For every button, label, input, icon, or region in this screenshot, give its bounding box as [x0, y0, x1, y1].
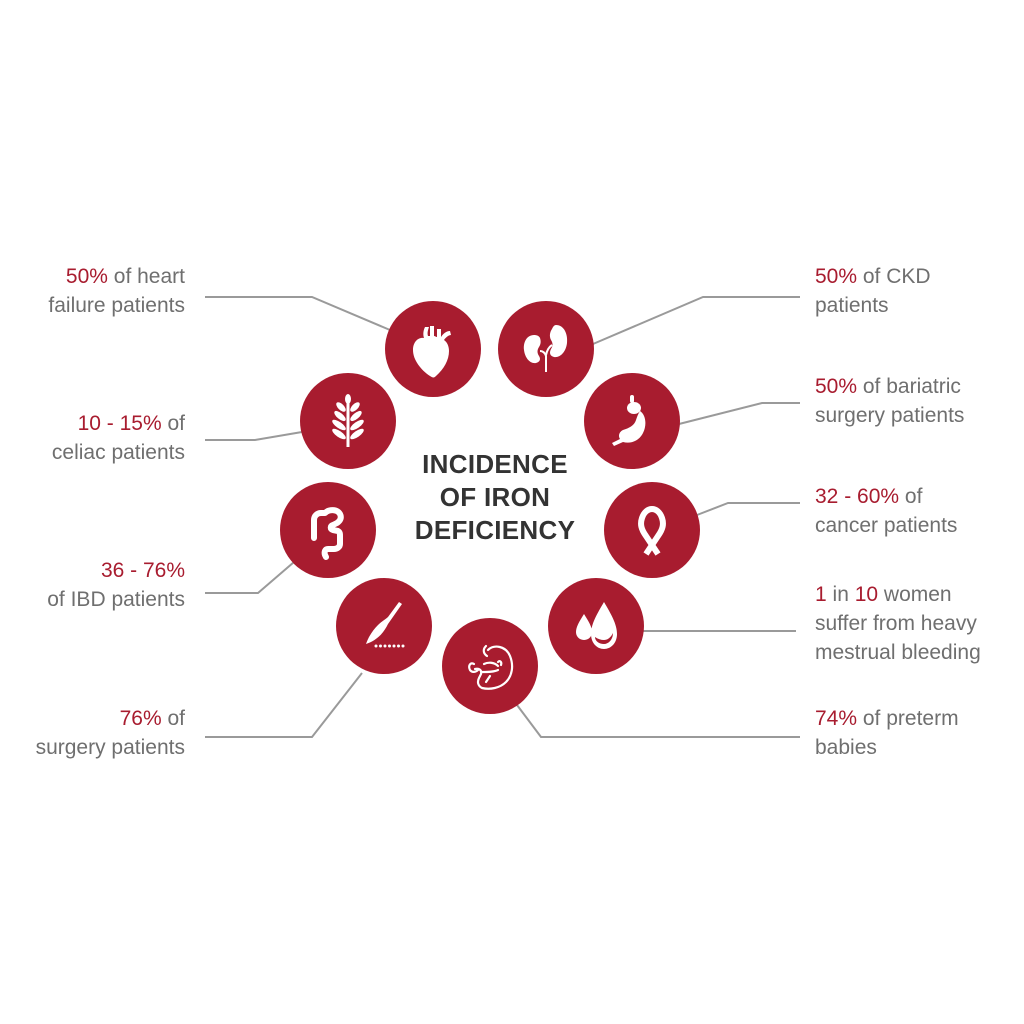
connector-cancer	[696, 502, 800, 516]
fetus-icon	[468, 644, 514, 690]
wheat-circle	[300, 373, 396, 469]
heart-icon	[413, 326, 451, 378]
kidney-circle	[498, 301, 594, 397]
scalpel-icon	[366, 602, 405, 648]
scalpel-circle	[336, 578, 432, 674]
label-bariatric: 50% of bariatric surgery patients	[815, 375, 965, 427]
label-celiac: 10 - 15% of celiac patients	[51, 412, 185, 464]
stomach-icon	[612, 395, 646, 446]
ribbon-icon	[638, 506, 666, 556]
stat-value: 74%	[815, 707, 858, 730]
label-heart-failure: 50% of heart failure patients	[48, 265, 185, 317]
connector-ibd	[205, 561, 295, 594]
stat-value: 32 - 60%	[815, 485, 900, 508]
heart-circle	[385, 301, 481, 397]
label-cancer: 32 - 60% of cancer patients	[815, 485, 958, 537]
intestine-circle	[280, 482, 376, 578]
connector-preterm	[516, 704, 800, 738]
connector-bariatric	[678, 402, 800, 425]
stat-value: 50%	[65, 265, 108, 288]
label-ckd: 50% of CKD patients	[815, 265, 931, 317]
stat-value: 36 - 76%	[100, 559, 185, 582]
stat-value: 1	[815, 583, 827, 606]
diagram-title: INCIDENCE OF IRON DEFICIENCY	[390, 448, 600, 547]
blood-drops-icon	[576, 602, 617, 649]
stomach-circle	[584, 373, 680, 469]
connector-ckd	[592, 296, 800, 345]
kidney-icon	[523, 325, 568, 372]
blood-drops-circle	[548, 578, 644, 674]
title-line-1: INCIDENCE	[422, 449, 568, 479]
label-ibd: 36 - 76% of IBD patients	[47, 559, 185, 611]
ribbon-circle	[604, 482, 700, 578]
title-line-2: OF IRON	[439, 482, 551, 512]
label-surgery: 76% of surgery patients	[35, 707, 185, 759]
stat-value: 50%	[815, 265, 858, 288]
wheat-icon	[332, 394, 364, 447]
stat-value: 50%	[815, 375, 858, 398]
connector-surgery	[205, 672, 363, 738]
stat-value-2: 10	[854, 583, 879, 606]
stat-value: 76%	[119, 707, 162, 730]
stat-value: 10 - 15%	[77, 412, 162, 435]
title-line-3: DEFICIENCY	[414, 515, 576, 545]
label-menstrual-bleeding: 1 in 10 women suffer from heavy mestrual…	[815, 583, 981, 664]
intestine-icon	[311, 507, 344, 560]
fetus-circle	[442, 618, 538, 714]
label-preterm: 74% of preterm babies	[815, 707, 959, 759]
connector-heart	[205, 296, 391, 331]
connector-celiac	[205, 431, 303, 441]
